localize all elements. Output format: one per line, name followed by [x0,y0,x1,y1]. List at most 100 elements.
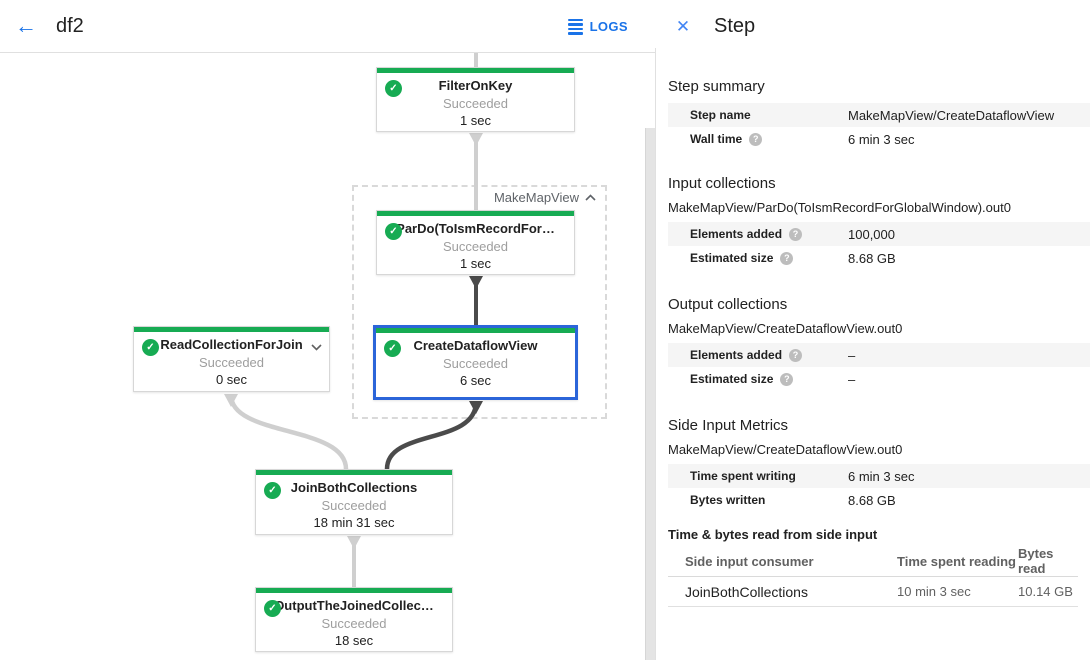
section-heading-output-collections: Output collections [668,296,788,313]
cell-consumer: JoinBothCollections [668,576,897,607]
help-icon[interactable] [780,251,794,265]
row-label: Elements added [690,227,848,241]
row-label: Estimated size [690,251,848,265]
list-icon [567,18,583,35]
row-wall-time: Wall time 6 min 3 sec [668,127,1090,151]
success-check-icon [264,600,281,617]
top-bar: df2 LOGS [0,0,656,53]
row-elements-added: Elements added – [668,343,1090,367]
row-value: MakeMapView/CreateDataflowView [848,107,1055,123]
vertical-scrollbar[interactable] [645,128,655,660]
input-collection-name: MakeMapView/ParDo(ToIsmRecordForGlobalWi… [668,200,1011,215]
node-time: 0 sec [215,372,248,387]
group-collapse-toggle[interactable]: MakeMapView [494,190,596,205]
node-title: ReadCollectionForJoin [160,337,303,352]
edge-arrow [469,133,483,146]
node-title: OutputTheJoinedCollec… [274,598,434,613]
row-value: 6 min 3 sec [848,131,915,147]
node-joinbothcollections[interactable]: JoinBothCollections Succeeded 18 min 31 … [255,469,453,535]
node-title: FilterOnKey [438,78,513,93]
row-value: – [848,371,856,387]
row-label: Time spent writing [690,469,796,483]
table-row: JoinBothCollections 10 min 3 sec 10.14 G… [668,576,1078,607]
node-createdataflowview[interactable]: CreateDataflowView Succeeded 6 sec [373,325,578,400]
col-side-input-consumer: Side input consumer [668,546,897,577]
cell-bytes-read: 10.14 GB [1018,576,1078,607]
edge-readcollection-join [228,394,349,470]
node-filteronkey[interactable]: FilterOnKey Succeeded 1 sec [376,67,575,132]
row-estimated-size: Estimated size – [668,367,1090,391]
col-bytes-read: Bytes read [1018,546,1078,577]
node-time: 18 min 31 sec [313,515,395,530]
chevron-up-icon [585,194,596,201]
node-status: Succeeded [442,96,509,111]
makemapview-group: MakeMapView [352,185,607,419]
logs-label: LOGS [589,19,628,34]
node-time: 1 sec [459,113,492,128]
cell-time-spent-reading: 10 min 3 sec [897,576,1018,607]
job-title: df2 [56,14,84,37]
row-bytes-written: Bytes written 8.68 GB [668,488,1090,512]
node-pardo-toismrecord[interactable]: ParDo(ToIsmRecordFor… Succeeded 1 sec [376,210,575,275]
help-icon[interactable] [789,227,803,241]
node-outputthejoinedcollection[interactable]: OutputTheJoinedCollec… Succeeded 18 sec [255,587,453,652]
node-time: 1 sec [459,256,492,271]
logs-button[interactable]: LOGS [567,0,628,53]
col-time-spent-reading: Time spent reading [897,546,1018,577]
side-input-table-heading: Time & bytes read from side input [668,527,878,542]
node-time: 18 sec [334,633,374,648]
table-header-row: Side input consumer Time spent reading B… [668,546,1078,577]
panel-header: Step [656,0,1090,53]
section-heading-step-summary: Step summary [668,78,765,95]
row-label: Bytes written [690,493,766,507]
success-check-icon [385,80,402,97]
row-value: 6 min 3 sec [848,468,915,484]
row-step-name: Step name MakeMapView/CreateDataflowView [668,103,1090,127]
node-title: ParDo(ToIsmRecordFor… [396,221,555,236]
success-check-icon [384,340,401,357]
row-estimated-size: Estimated size 8.68 GB [668,246,1090,270]
node-title: CreateDataflowView [413,338,538,353]
row-value: 8.68 GB [848,492,896,508]
node-time: 6 sec [459,373,492,388]
row-label: Elements added [690,348,848,362]
step-details-panel: Step Step summary Step name MakeMapView/… [656,0,1090,660]
node-status-bar [377,68,574,73]
group-label: MakeMapView [493,190,579,205]
row-label: Wall time [690,132,848,146]
side-input-collection-name: MakeMapView/CreateDataflowView.out0 [668,442,903,457]
row-time-spent-writing: Time spent writing 6 min 3 sec [668,464,1090,488]
help-icon[interactable] [780,372,794,386]
pipeline-graph: MakeMapView FilterOnKey Succeeded 1 [0,53,645,660]
back-arrow-icon[interactable] [10,10,42,42]
help-icon[interactable] [749,132,763,146]
node-title: JoinBothCollections [290,480,418,495]
row-label: Step name [690,108,751,122]
section-heading-side-input-metrics: Side Input Metrics [668,417,789,434]
success-check-icon [385,223,402,240]
panel-title: Step [714,15,756,37]
success-check-icon [264,482,281,499]
node-status-bar [134,327,329,332]
help-icon[interactable] [789,348,803,362]
node-status: Succeeded [198,355,265,370]
chevron-down-icon[interactable] [311,338,322,356]
node-status-bar [377,211,574,216]
edge-arrow [347,536,361,549]
panel-divider [655,48,656,660]
output-collection-name: MakeMapView/CreateDataflowView.out0 [668,321,903,336]
row-label: Estimated size [690,372,848,386]
row-value: – [848,347,856,363]
row-elements-added: Elements added 100,000 [668,222,1090,246]
row-value: 100,000 [848,226,895,242]
edge-arrow [224,394,238,407]
node-status-bar [256,470,452,475]
row-value: 8.68 GB [848,250,896,266]
node-status: Succeeded [321,616,387,631]
node-readcollectionforjoin[interactable]: ReadCollectionForJoin Succeeded 0 sec [133,326,330,392]
close-icon[interactable] [672,16,694,38]
node-status: Succeeded [321,498,387,513]
side-input-table: Side input consumer Time spent reading B… [668,546,1078,607]
node-status-bar [376,328,575,333]
